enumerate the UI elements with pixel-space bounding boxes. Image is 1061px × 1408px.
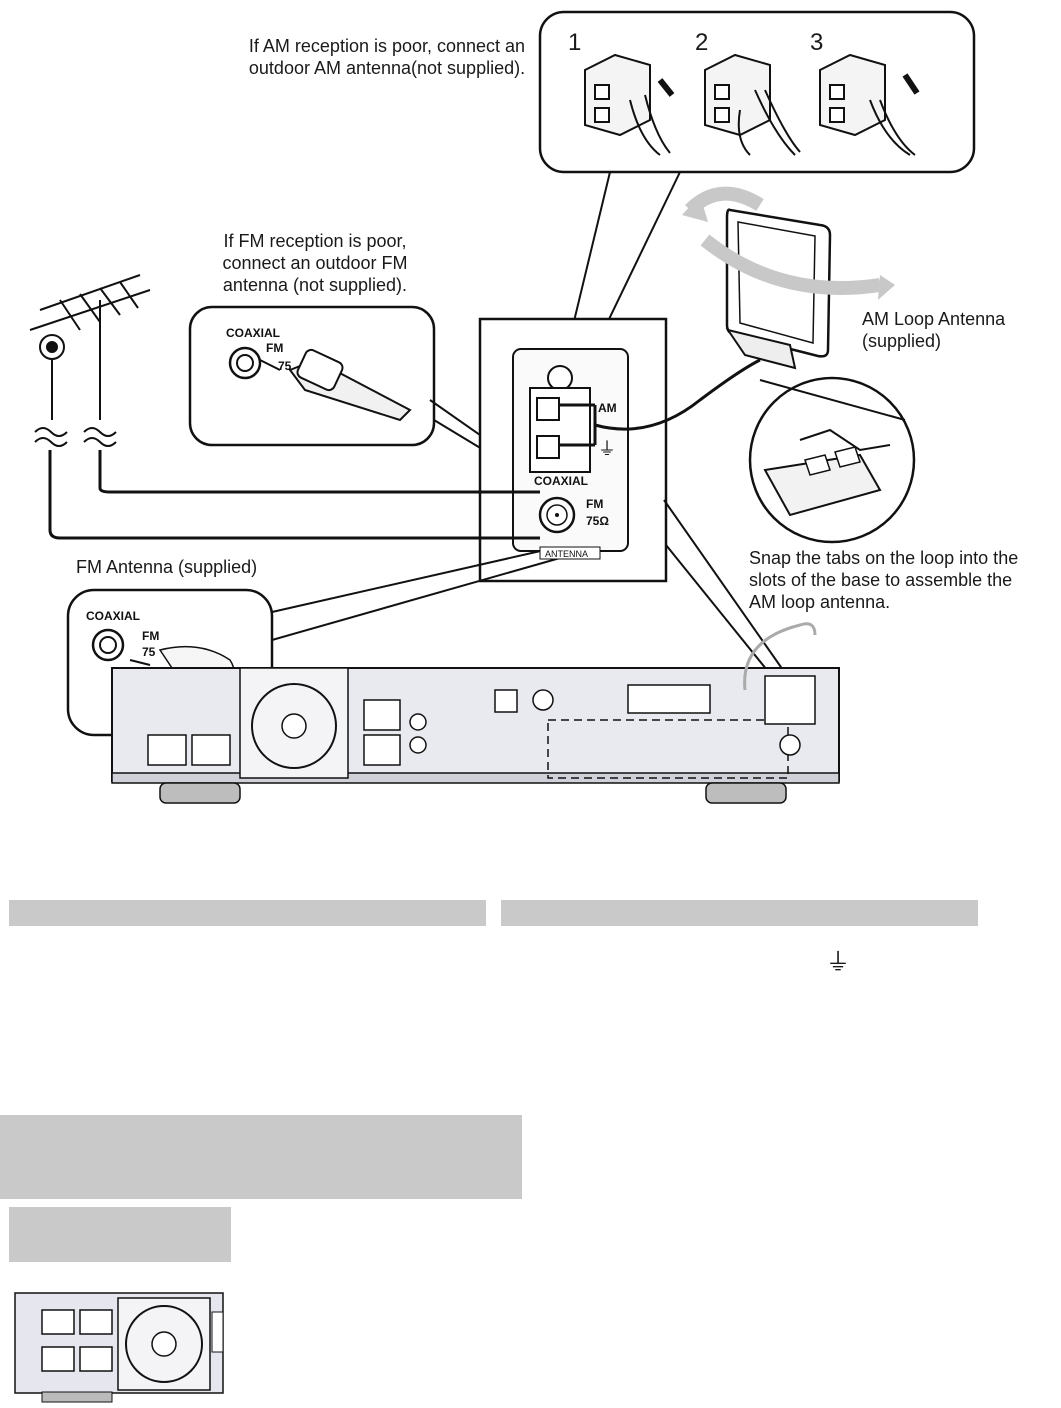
am-loop-antenna-label: AM Loop Antenna (supplied) xyxy=(862,309,1006,351)
svg-text:COAXIAL: COAXIAL xyxy=(534,474,588,488)
svg-text:COAXIAL: COAXIAL xyxy=(86,609,140,623)
outdoor-fm-antenna xyxy=(29,274,151,447)
step-3-illustration xyxy=(819,53,920,156)
svg-text:75: 75 xyxy=(142,645,156,659)
svg-text:75Ω: 75Ω xyxy=(586,514,609,528)
section-bar-wide xyxy=(0,1115,522,1199)
section-bar-left xyxy=(9,900,486,926)
unit-rear-panel xyxy=(111,622,840,804)
rear-panel-thumbnail xyxy=(14,1292,224,1403)
step-number-3: 3 xyxy=(810,29,824,56)
step-number-2: 2 xyxy=(695,29,709,56)
fm-reception-note: If FM reception is poor, connect an outd… xyxy=(222,231,408,295)
am-reception-note: If AM reception is poor, connect an outd… xyxy=(248,36,526,78)
svg-text:COAXIAL: COAXIAL xyxy=(226,326,280,340)
svg-text:AM: AM xyxy=(598,401,617,415)
am-loop-antenna xyxy=(682,186,895,370)
step-number-1: 1 xyxy=(568,29,582,56)
step-2-illustration xyxy=(704,53,801,156)
section-bar-right xyxy=(501,900,978,926)
fm-antenna-supplied-label: FM Antenna (supplied) xyxy=(76,557,258,577)
section-bar-small xyxy=(9,1207,231,1262)
svg-text:FM: FM xyxy=(142,629,159,643)
antenna-connection-diagram: COAXIAL FM 75 AM ⏚ COAXIAL FM 75Ω ANTENN… xyxy=(29,10,976,804)
snap-tabs-note: Snap the tabs on the loop into the slots… xyxy=(749,548,1019,612)
svg-text:FM: FM xyxy=(266,341,283,355)
svg-text:⏚: ⏚ xyxy=(598,439,616,459)
svg-text:ANTENNA: ANTENNA xyxy=(545,549,588,559)
ground-symbol: ⏚ xyxy=(826,949,850,976)
step-1-illustration xyxy=(584,53,675,156)
svg-text:FM: FM xyxy=(586,497,603,511)
svg-text:75: 75 xyxy=(278,359,292,373)
